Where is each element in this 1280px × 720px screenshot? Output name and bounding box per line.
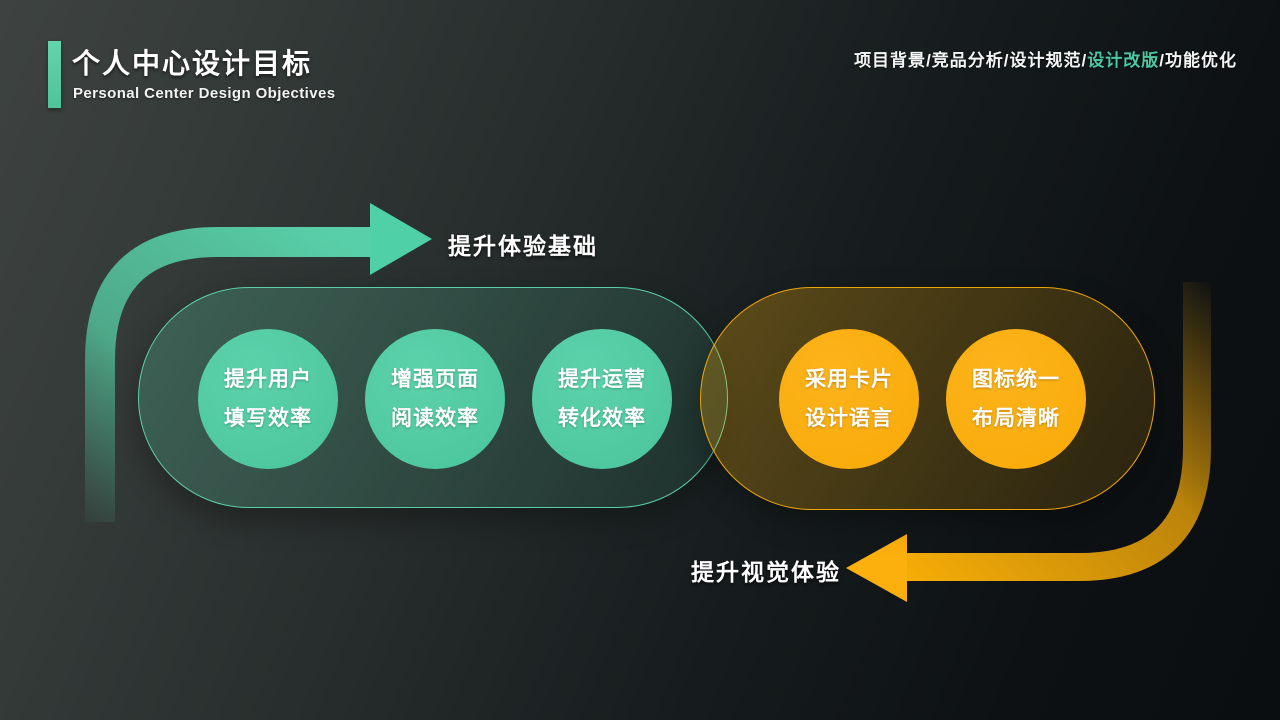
nav-separator: / (1081, 51, 1088, 70)
circle-label-line1: 提升运营 (558, 368, 646, 391)
visual-circle-icon-layout: 图标统一 布局清晰 (946, 329, 1086, 469)
visual-arrow-label: 提升视觉体验 (691, 559, 841, 585)
visual-circle-card-language: 采用卡片 设计语言 (779, 329, 919, 469)
experience-circle-conversion-efficiency: 提升运营 转化效率 (532, 329, 672, 469)
circle-label-line2: 转化效率 (558, 407, 646, 430)
circle-label-line2: 布局清晰 (972, 407, 1060, 430)
circle-label-line1: 采用卡片 (805, 368, 893, 391)
nav-separator: / (1003, 51, 1010, 70)
experience-circle-fill-efficiency: 提升用户 填写效率 (198, 329, 338, 469)
experience-circle-reading-efficiency: 增强页面 阅读效率 (365, 329, 505, 469)
experience-arrowhead-icon (370, 203, 432, 275)
circle-label-line1: 提升用户 (224, 368, 312, 391)
circle-label-line2: 阅读效率 (391, 407, 479, 430)
page-title: 个人中心设计目标 (72, 48, 313, 79)
breadcrumb-nav: 项目背景/竞品分析/设计规范/设计改版/功能优化 (854, 46, 1237, 71)
nav-separator: / (1159, 51, 1165, 70)
circle-label-line2: 设计语言 (805, 407, 893, 430)
title-accent-bar (48, 41, 61, 108)
experience-arrow-band (85, 227, 371, 522)
nav-item-competitor-analysis[interactable]: 竞品分析 (931, 51, 1004, 70)
visual-group-container (700, 287, 1155, 510)
nav-separator: / (926, 51, 932, 70)
visual-arrowhead-icon (846, 534, 907, 602)
page-subtitle: Personal Center Design Objectives (73, 85, 336, 102)
nav-item-feature-optimization[interactable]: 功能优化 (1165, 51, 1237, 70)
visual-arrow-band (907, 282, 1211, 581)
nav-item-project-background[interactable]: 项目背景 (854, 51, 927, 70)
circle-label-line1: 图标统一 (972, 368, 1060, 391)
nav-item-design-spec[interactable]: 设计规范 (1009, 51, 1082, 70)
experience-arrow-label: 提升体验基础 (448, 233, 598, 259)
circle-label-line2: 填写效率 (224, 407, 312, 430)
nav-item-design-revision[interactable]: 设计改版 (1087, 51, 1160, 70)
circle-label-line1: 增强页面 (391, 368, 479, 391)
